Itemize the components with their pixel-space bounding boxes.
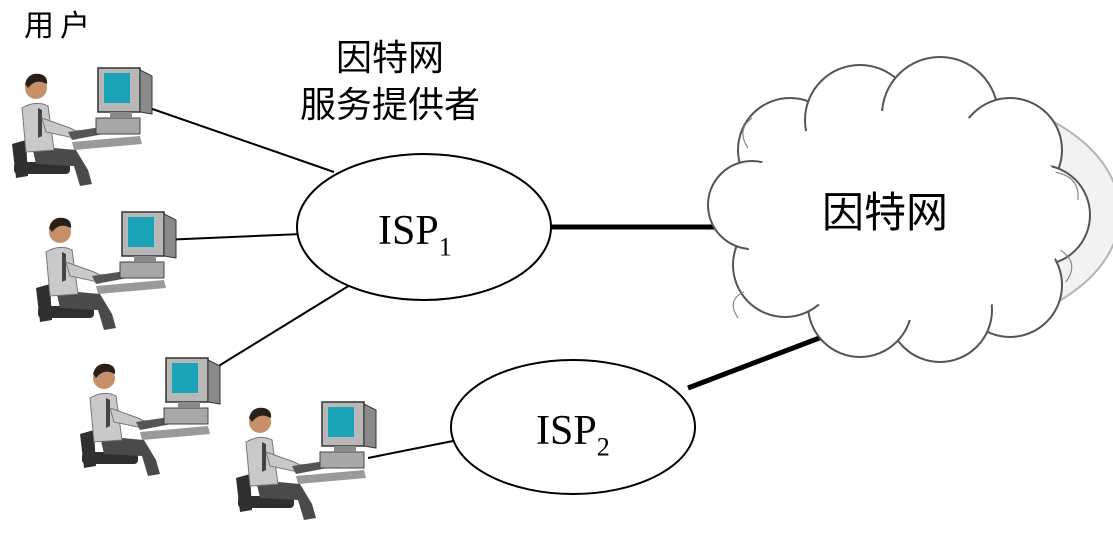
link-user2-isp1	[161, 233, 303, 241]
isp-provider-label: 因特网 服务提供者	[300, 36, 480, 130]
isp-provider-label-line2: 服务提供者	[300, 84, 481, 126]
user-computer-icon-4	[235, 401, 377, 521]
connection-lines	[137, 103, 823, 459]
link-user3-isp1	[203, 281, 356, 376]
link-user1-isp1	[137, 103, 335, 173]
isp2-label-main: ISP	[536, 408, 597, 454]
internet-label: 因特网	[822, 188, 949, 237]
isp2-label-subscript: 2	[596, 432, 610, 462]
link-isp2-internet	[687, 334, 823, 391]
isp2-node	[450, 359, 696, 495]
internet-cloud-icon	[707, 56, 1113, 363]
user-computer-icon-3	[79, 357, 221, 477]
isp1-node	[296, 153, 552, 301]
user-computer-icon-2	[35, 211, 177, 331]
link-user4-isp2	[367, 439, 459, 459]
isp1-label-subscript: 1	[438, 232, 452, 262]
isp-provider-label-line1: 因特网	[336, 38, 445, 79]
isp2-label: ISP2	[536, 410, 610, 461]
users-label: 用户	[24, 9, 96, 44]
isp1-label: ISP1	[378, 210, 452, 261]
user-computer-icon-1	[11, 67, 153, 187]
isp1-label-main: ISP	[378, 208, 439, 254]
